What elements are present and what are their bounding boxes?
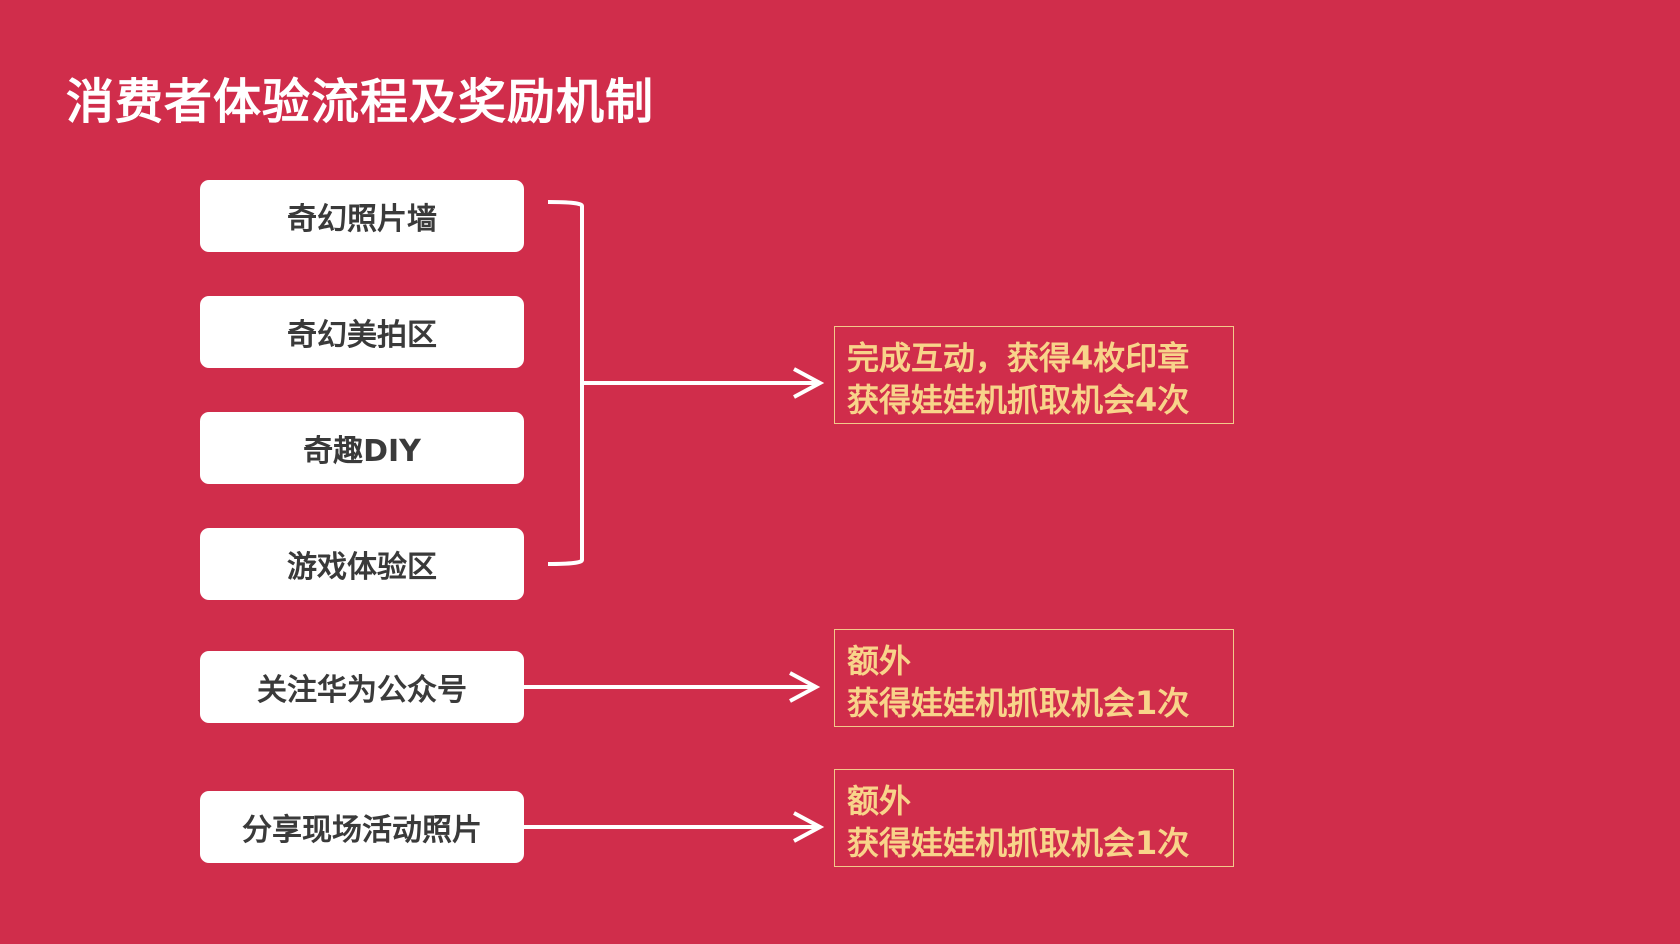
arrow-head-share <box>793 811 825 843</box>
step-fantasy-photo-wall: 奇幻照片墙 <box>200 180 524 252</box>
step-share-photos: 分享现场活动照片 <box>200 791 524 863</box>
step-label: 分享现场活动照片 <box>242 813 482 848</box>
reward-line: 获得娃娃机抓取机会1次 <box>847 684 1190 722</box>
step-label: 关注华为公众号 <box>257 673 467 708</box>
step-label: 奇幻照片墙 <box>287 202 437 237</box>
arrow-head-main <box>793 367 825 399</box>
reward-line: 获得娃娃机抓取机会1次 <box>847 824 1190 862</box>
arrow-head-follow <box>789 671 821 703</box>
step-label: 游戏体验区 <box>287 550 437 585</box>
reward-line: 额外 <box>847 782 912 820</box>
page-title: 消费者体验流程及奖励机制 <box>66 74 655 130</box>
step-diy: 奇趣DIY <box>200 412 524 484</box>
step-fantasy-photo-zone: 奇幻美拍区 <box>200 296 524 368</box>
step-follow-account: 关注华为公众号 <box>200 651 524 723</box>
reward-line: 获得娃娃机抓取机会4次 <box>847 381 1190 419</box>
step-label: 奇幻美拍区 <box>287 318 437 353</box>
reward-line: 完成互动，获得4枚印章 <box>847 339 1190 377</box>
reward-line: 额外 <box>847 642 912 680</box>
bracket-connector <box>547 200 584 566</box>
reward-interaction: 完成互动，获得4枚印章 获得娃娃机抓取机会4次 <box>834 326 1234 424</box>
reward-share: 额外 获得娃娃机抓取机会1次 <box>834 769 1234 867</box>
step-label: 奇趣DIY <box>303 434 421 469</box>
reward-follow: 额外 获得娃娃机抓取机会1次 <box>834 629 1234 727</box>
step-game-zone: 游戏体验区 <box>200 528 524 600</box>
